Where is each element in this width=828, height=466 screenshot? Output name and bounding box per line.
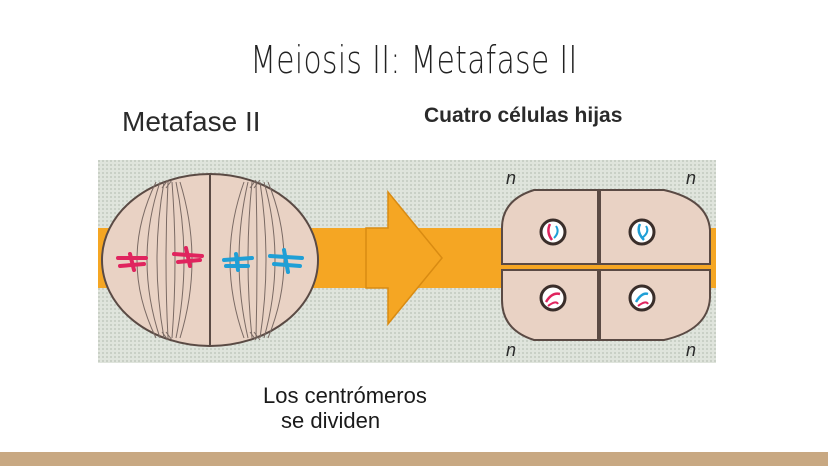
process-arrow: [365, 189, 443, 327]
meiosis-diagram: n n n n: [98, 160, 716, 363]
ploidy-label-top-left: n: [506, 168, 516, 188]
nucleus-top-right: [628, 218, 656, 246]
daughter-cells: [501, 189, 711, 341]
aster-marks: [161, 179, 261, 341]
slide-title: Meiosis II: Metafase II: [250, 38, 578, 82]
blue-chromosome-1: [222, 252, 254, 272]
caption: Los centrómeros se dividen: [263, 383, 427, 433]
daughter-cells-label: Cuatro células hijas: [424, 104, 623, 127]
nucleus-bottom-left: [539, 284, 567, 312]
ploidy-label-bottom-right: n: [686, 340, 696, 360]
ploidy-label-bottom-left: n: [506, 340, 516, 360]
daughter-cell-top-right: [599, 189, 711, 265]
caption-line-1: Los centrómeros: [263, 383, 427, 408]
red-chromosome-2: [172, 246, 204, 268]
metaphase-label: Metafase II: [122, 106, 261, 137]
daughter-cell-bottom-right: [599, 269, 711, 341]
nucleus-bottom-right: [628, 284, 656, 312]
caption-line-2: se dividen: [281, 408, 381, 433]
metaphase-cell: [101, 173, 319, 347]
blue-chromosome-2: [268, 248, 304, 274]
footer-bar: [0, 452, 828, 466]
nucleus-top-left: [539, 218, 567, 246]
spindle-fibers-left: [136, 181, 193, 339]
ploidy-label-top-right: n: [686, 168, 696, 188]
red-chromosome-1: [116, 252, 148, 272]
